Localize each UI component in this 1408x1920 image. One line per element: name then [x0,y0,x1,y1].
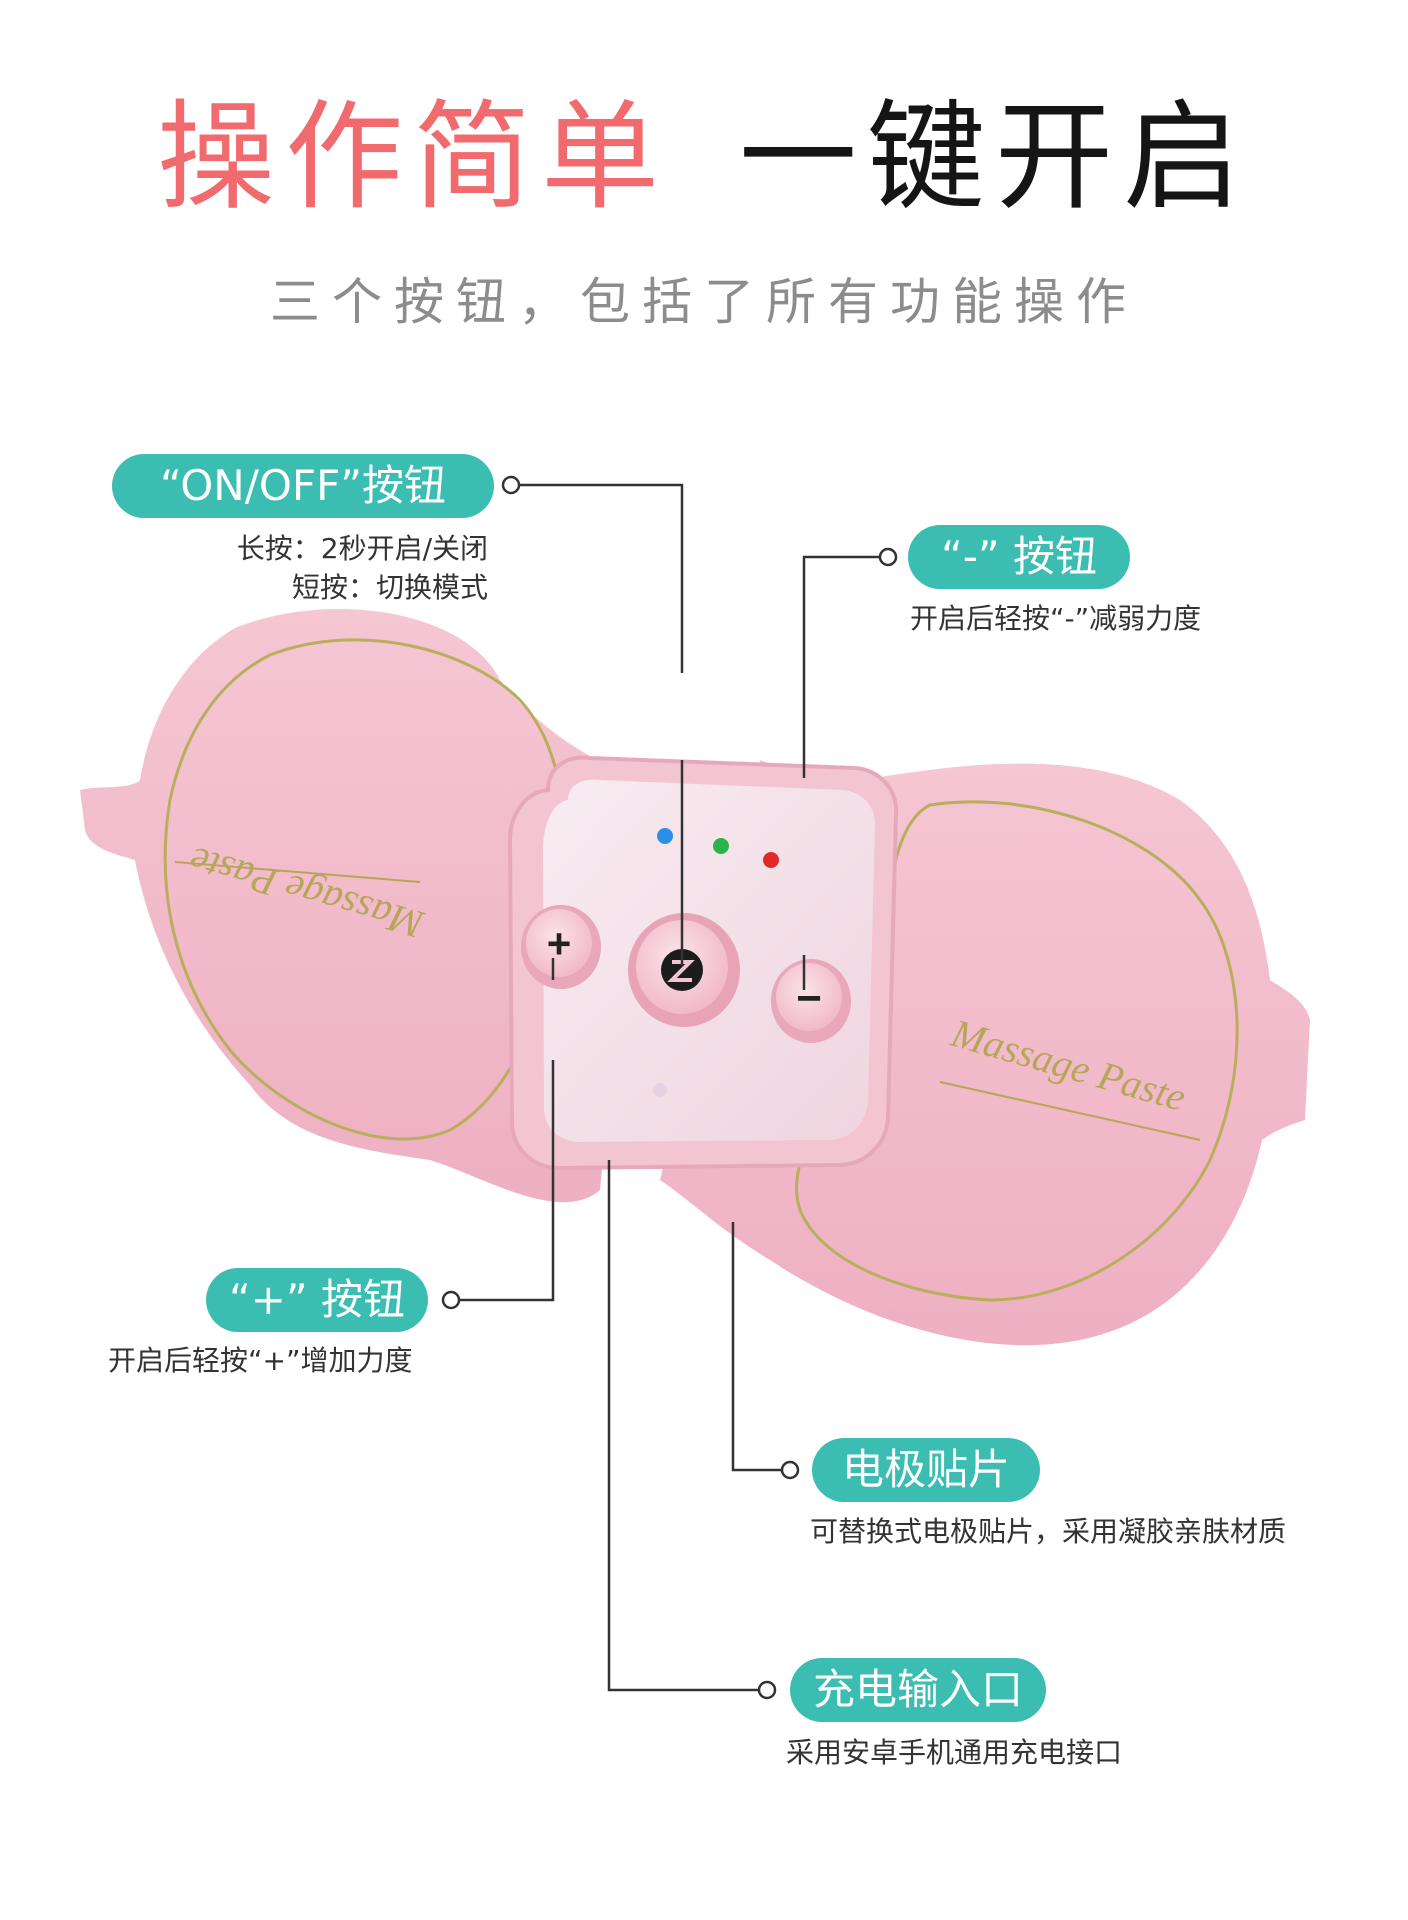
minus-label: “-” 按钮 [908,525,1130,589]
leader-lines [441,475,898,1700]
charging-indicator [653,1083,667,1097]
plus-button[interactable]: + [521,905,601,989]
electrode-desc: 可替换式电极贴片，采用凝胶亲肤材质 [810,1515,1287,1548]
minus-button[interactable]: − [771,959,851,1043]
led-green [713,838,729,854]
electrode-label: 电极贴片 [812,1438,1040,1502]
charging-label: 充电输入口 [790,1658,1046,1722]
headline: 操作简单一键开启 [0,98,1408,216]
subtitle: 三个按钮，包括了所有功能操作 [270,273,1138,331]
plus-desc: 开启后轻按“+”增加力度 [108,1344,413,1377]
led-blue [657,828,673,844]
led-red [763,852,779,868]
minus-desc: 开启后轻按“-”减弱力度 [910,602,1202,635]
onoff-label: “ON/OFF”按钮 [112,454,494,518]
plus-label: “+” 按钮 [206,1268,428,1332]
left-pad: Massage Paste [80,609,640,1203]
title-dark: 一键开启 [739,88,1252,226]
title-red: 操作简单 [156,88,669,226]
onoff-desc-line1: 长按：2秒开启/关闭 [236,532,488,565]
power-button[interactable] [628,913,740,1027]
charging-desc: 采用安卓手机通用充电接口 [786,1736,1123,1769]
minus-symbol: − [796,974,822,1023]
onoff-desc-line2: 短按：切换模式 [291,571,488,604]
plus-symbol: + [547,920,572,967]
